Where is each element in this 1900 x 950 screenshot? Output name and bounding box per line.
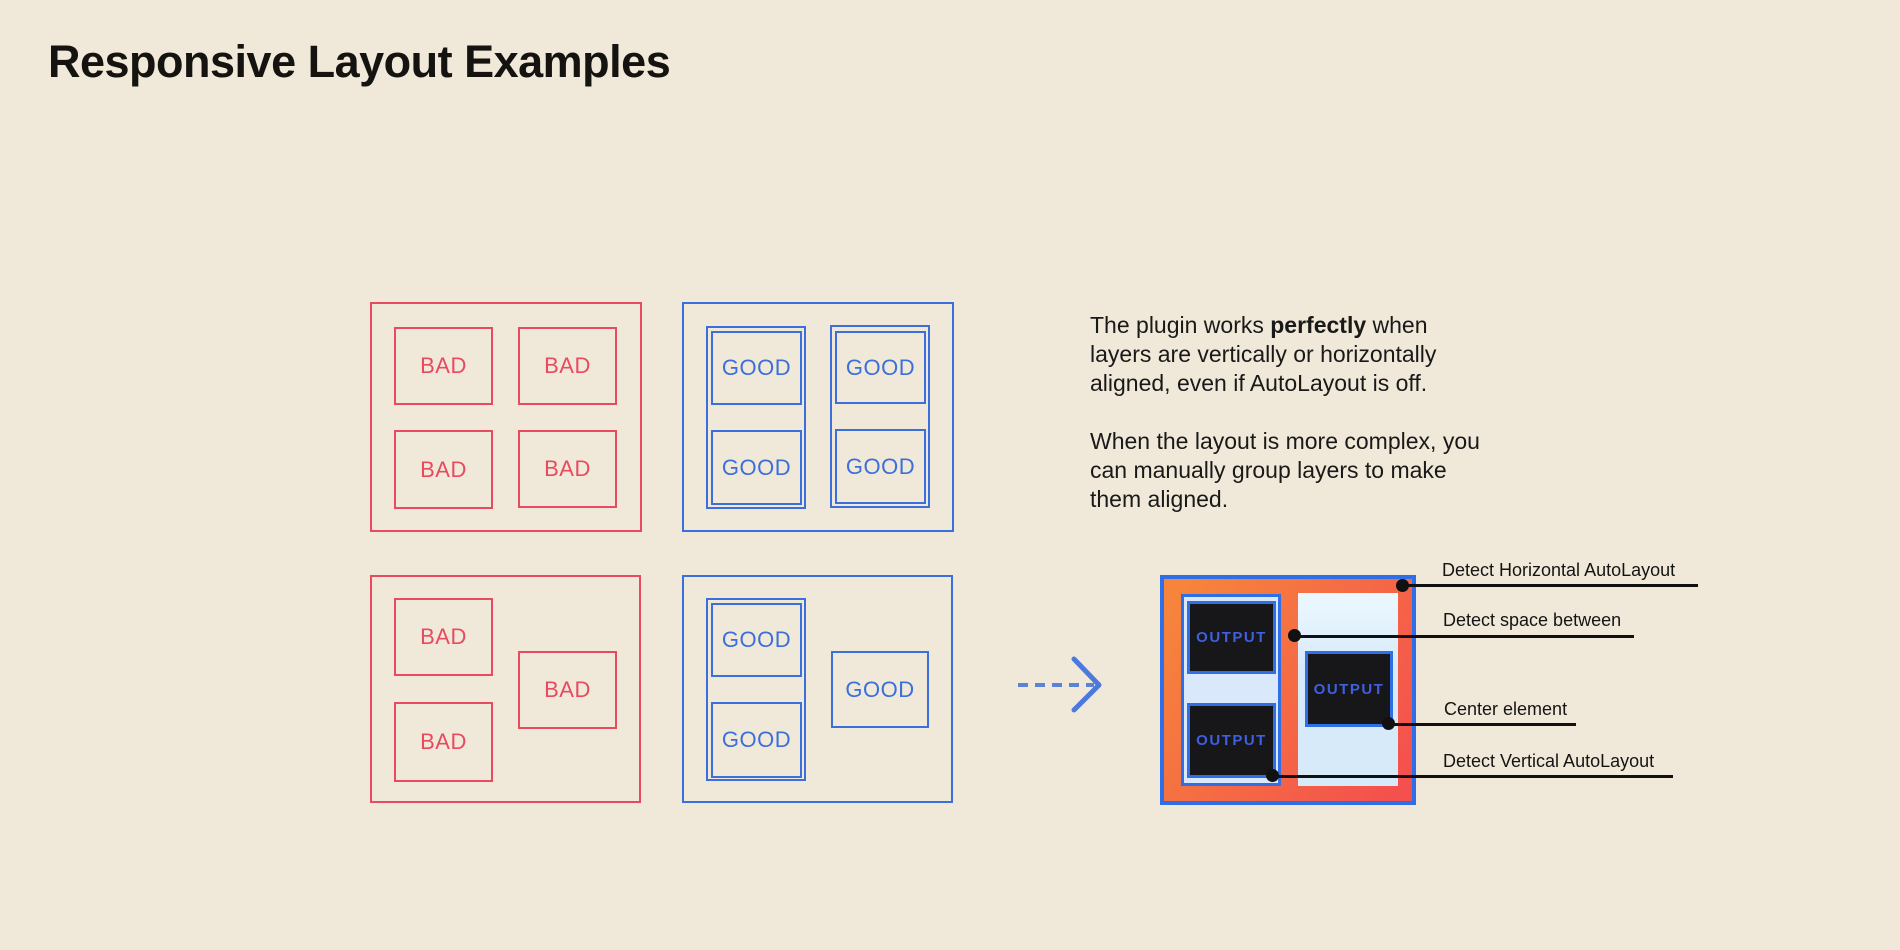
description-line: When the layout is more complex, you <box>1090 428 1480 454</box>
bad-box-label: BAD <box>544 353 591 378</box>
bad-box-label: BAD <box>544 677 591 702</box>
description-paragraph-2: When the layout is more complex, you can… <box>1090 427 1480 514</box>
good-box: GOOD <box>711 702 802 778</box>
page-title: Responsive Layout Examples <box>48 36 671 87</box>
annotation-label-center-element: Center element <box>1444 699 1568 719</box>
good-box: GOOD <box>711 430 802 505</box>
annotation-label-vertical-autolayout: Detect Vertical AutoLayout <box>1443 751 1655 771</box>
annotation-dot-center <box>1382 717 1395 730</box>
good-grid-panel-bottom: GOOD GOOD GOOD <box>682 575 953 803</box>
good-box-label: GOOD <box>845 453 916 479</box>
bad-box: BAD <box>394 327 493 405</box>
bad-box-label: BAD <box>420 729 467 754</box>
description-line: them aligned. <box>1090 486 1229 512</box>
description-line: The plugin works perfectly when <box>1090 312 1428 338</box>
good-box: GOOD <box>711 603 802 677</box>
bad-box-label: BAD <box>420 456 467 482</box>
bad-box-label: BAD <box>420 353 467 378</box>
annotation-label-horizontal-autolayout: Detect Horizontal AutoLayout <box>1442 560 1676 580</box>
bad-box: BAD <box>394 598 493 676</box>
annotation-label-space-between: Detect space between <box>1443 610 1622 630</box>
good-group: GOOD GOOD <box>706 326 806 509</box>
annotation-line-space-between <box>1295 635 1634 638</box>
bad-grid-panel-top: BAD BAD BAD BAD <box>370 302 642 532</box>
bad-box: BAD <box>518 430 617 508</box>
annotation-line-horizontal <box>1403 584 1698 587</box>
bad-box: BAD <box>518 651 617 729</box>
output-box-label: OUTPUT <box>1196 629 1267 646</box>
good-box-label: GOOD <box>845 354 916 380</box>
good-box: GOOD <box>835 331 926 404</box>
annotation-line-vertical <box>1273 775 1673 778</box>
description-line: aligned, even if AutoLayout is off. <box>1090 370 1428 396</box>
annotation-line-center <box>1389 723 1576 726</box>
bad-box-label: BAD <box>420 624 467 649</box>
output-center-box: OUTPUT <box>1305 651 1393 727</box>
good-box: GOOD <box>711 331 802 405</box>
bad-grid-panel-bottom: BAD BAD BAD <box>370 575 641 803</box>
description-text: The plugin works perfectly when layers a… <box>1090 311 1480 514</box>
good-box-label: GOOD <box>721 355 792 380</box>
output-box-label: OUTPUT <box>1313 680 1385 698</box>
good-box: GOOD <box>831 651 929 728</box>
good-box-label: GOOD <box>845 676 915 702</box>
output-box-label: OUTPUT <box>1196 732 1267 749</box>
arrow-head-icon <box>1071 656 1102 713</box>
good-group: GOOD GOOD <box>830 325 930 508</box>
bad-box: BAD <box>518 327 617 405</box>
good-box-label: GOOD <box>721 627 792 652</box>
description-line: layers are vertically or horizontally <box>1090 341 1437 367</box>
annotation-dot-horizontal <box>1396 579 1409 592</box>
annotation-dot-space-between <box>1288 629 1301 642</box>
output-frame: OUTPUT OUTPUT OUTPUT <box>1160 575 1416 805</box>
transform-arrow-icon <box>1018 656 1102 713</box>
description-line: can manually group layers to make <box>1090 457 1447 483</box>
output-box: OUTPUT <box>1187 703 1276 778</box>
good-group: GOOD GOOD <box>706 598 806 781</box>
good-box: GOOD <box>835 429 926 504</box>
good-box-label: GOOD <box>721 454 792 480</box>
good-grid-panel-top: GOOD GOOD GOOD GOOD <box>682 302 954 532</box>
output-box: OUTPUT <box>1187 601 1276 674</box>
bad-box: BAD <box>394 430 493 509</box>
bad-box: BAD <box>394 702 493 782</box>
bad-box-label: BAD <box>544 456 591 481</box>
annotation-dot-vertical <box>1266 769 1279 782</box>
description-paragraph-1: The plugin works perfectly when layers a… <box>1090 311 1480 398</box>
output-vertical-group: OUTPUT OUTPUT <box>1181 594 1281 786</box>
good-box-label: GOOD <box>721 727 792 752</box>
